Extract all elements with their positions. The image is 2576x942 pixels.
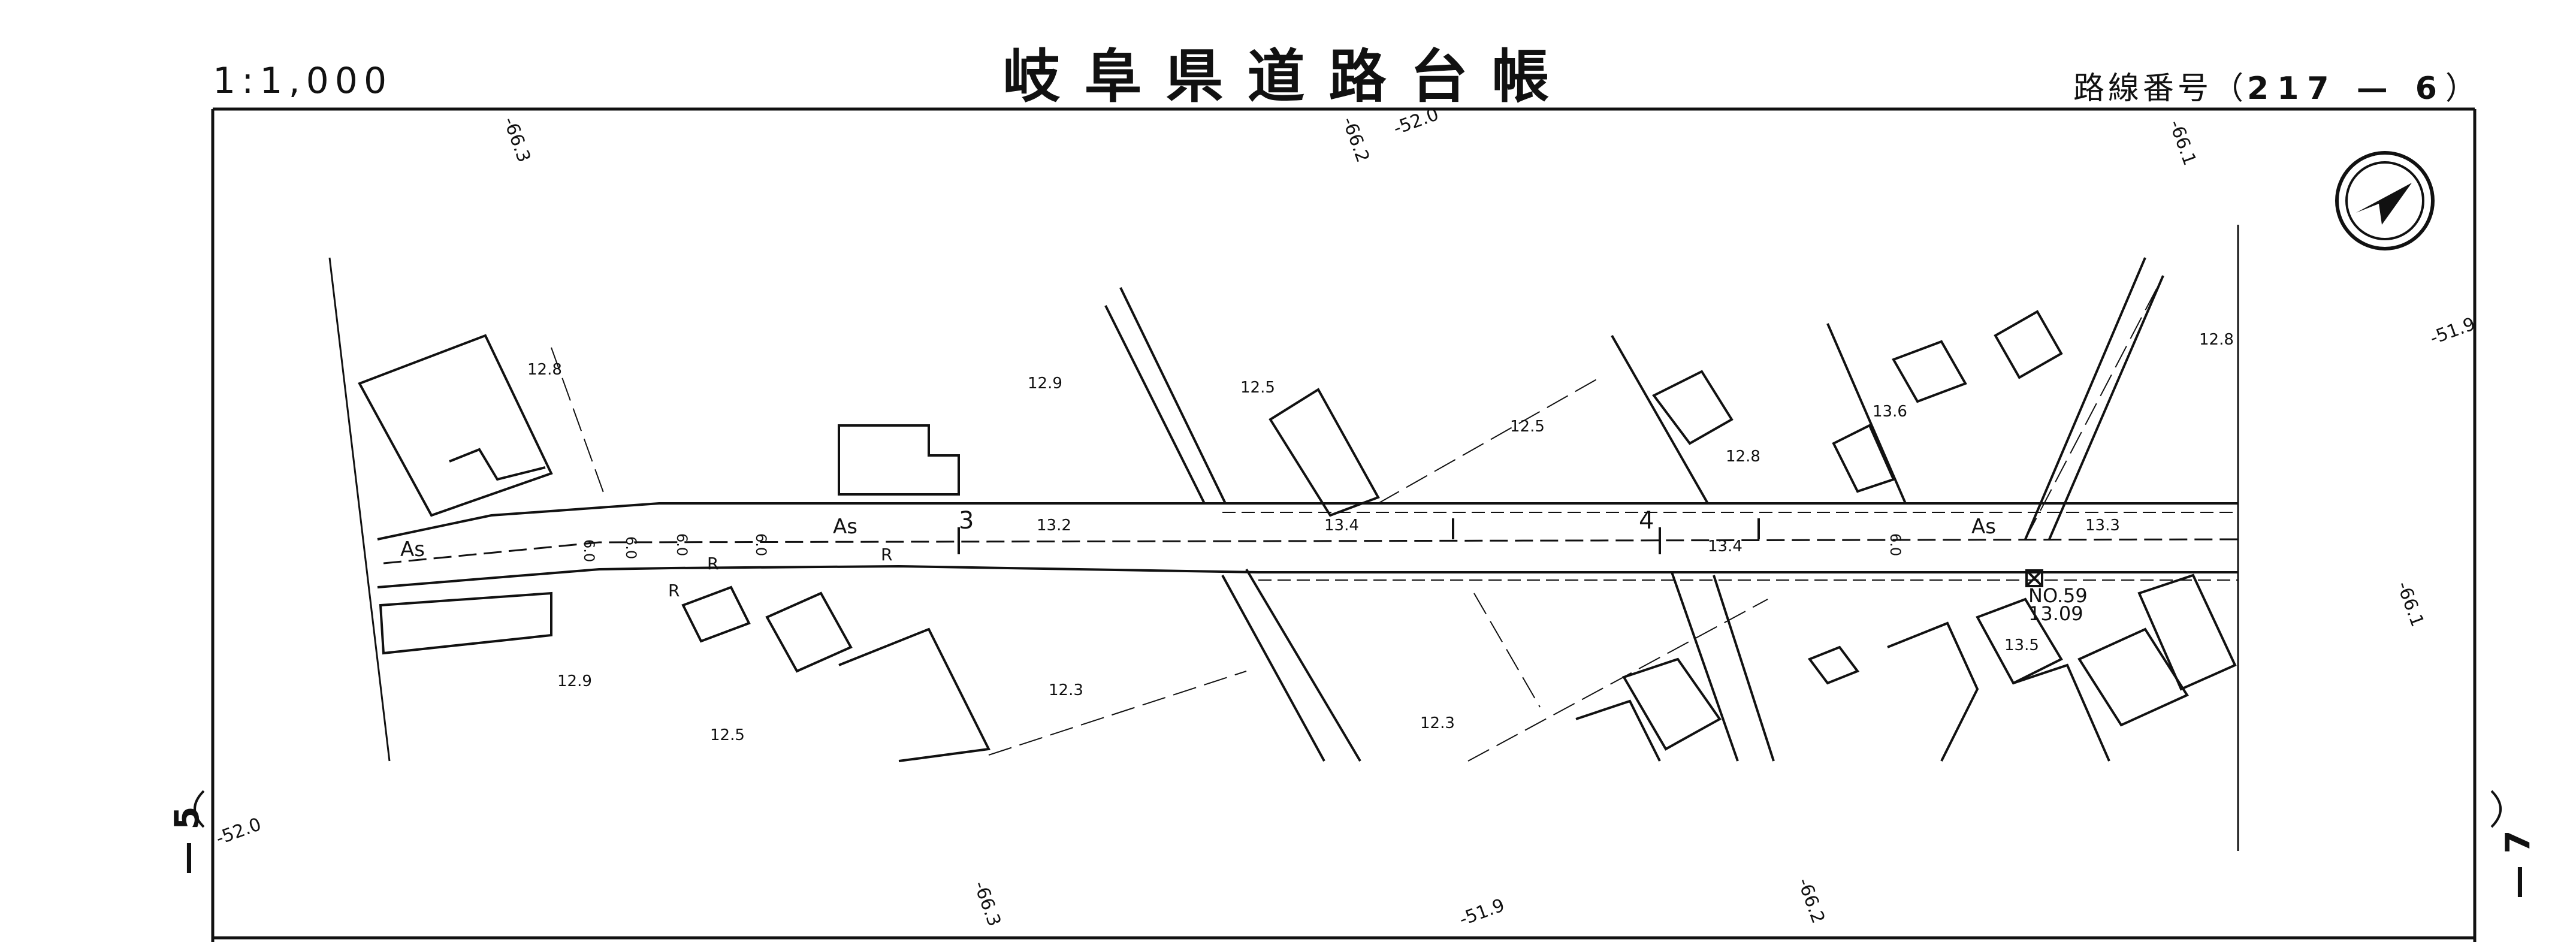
surface-label: As bbox=[1971, 515, 1996, 539]
map-scale: 1:1,000 bbox=[213, 60, 393, 102]
elevation-label: 12.3 bbox=[1420, 714, 1455, 732]
elevation-label: 12.9 bbox=[557, 672, 592, 690]
map-frame bbox=[211, 107, 2477, 942]
route-number: 217 — 6 bbox=[2247, 71, 2445, 107]
road-centerline bbox=[383, 538, 2239, 564]
elevation-label: 12.8 bbox=[527, 361, 562, 379]
coord-mark: -66.3 bbox=[499, 114, 534, 165]
marker-r: R bbox=[881, 545, 892, 564]
north-arrow-icon bbox=[2335, 151, 2435, 250]
width-label: 6.0 bbox=[623, 536, 639, 559]
page-title: 岐阜県道路台帳 bbox=[1002, 43, 1574, 110]
marker-r: R bbox=[707, 554, 718, 573]
coord-mark: -51.9 bbox=[2427, 313, 2478, 349]
elevation-label: 12.8 bbox=[2199, 331, 2234, 349]
elevation-label: 13.6 bbox=[1873, 403, 1907, 421]
benchmark-marker bbox=[2025, 569, 2043, 587]
route-suffix: ） bbox=[2445, 71, 2480, 107]
coord-mark: -66.1 bbox=[2392, 579, 2427, 630]
width-label: 6.0 bbox=[581, 539, 597, 562]
station-ticks bbox=[958, 518, 1760, 554]
route-prefix: 路線番号（ bbox=[2073, 71, 2248, 107]
survey-area-boundary bbox=[328, 225, 2239, 851]
cross-streets bbox=[1104, 257, 2164, 762]
road-inner-edges bbox=[1222, 512, 2238, 581]
coord-mark: -66.2 bbox=[1337, 114, 1373, 165]
width-label: 6.0 bbox=[674, 533, 690, 556]
elevation-label: 13.3 bbox=[2085, 517, 2120, 535]
surface-label: As bbox=[400, 538, 425, 561]
road-edges bbox=[377, 502, 2238, 588]
benchmark-value: 13.09 bbox=[2028, 602, 2083, 625]
elevation-label: 12.5 bbox=[1510, 418, 1545, 436]
elevation-label: 12.8 bbox=[1726, 448, 1760, 466]
boundary-lines bbox=[551, 287, 2158, 762]
width-label: 6.0 bbox=[1887, 533, 1904, 556]
buildings bbox=[358, 310, 2237, 762]
coord-mark: -66.1 bbox=[2164, 117, 2200, 168]
coord-mark: -52.0 bbox=[213, 814, 264, 849]
elevation-label: 12.9 bbox=[1028, 375, 1062, 393]
elevation-label: 13.2 bbox=[1037, 517, 1071, 535]
surface-label: As bbox=[833, 515, 857, 539]
route-number-label: 路線番号（217 — 6） bbox=[2073, 63, 2480, 108]
page-parens bbox=[194, 790, 2502, 828]
coord-mark: -66.3 bbox=[969, 878, 1004, 929]
elevation-label: 13.4 bbox=[1708, 538, 1743, 555]
elevation-label: 12.3 bbox=[1049, 681, 1083, 699]
width-label: 6.0 bbox=[753, 533, 769, 556]
coord-mark: -51.9 bbox=[1457, 895, 1508, 930]
elevation-label: 13.4 bbox=[1324, 517, 1359, 535]
elevation-label: 12.5 bbox=[1240, 379, 1275, 397]
marker-r: R bbox=[668, 581, 680, 600]
elevation-label: 12.5 bbox=[710, 726, 745, 744]
benchmark-label: NO.59 bbox=[2028, 584, 2088, 607]
elevation-label: 13.5 bbox=[2004, 636, 2039, 654]
coord-mark: -66.2 bbox=[1793, 875, 1828, 926]
station-number: 3 bbox=[959, 507, 974, 535]
station-number: 4 bbox=[1639, 507, 1654, 535]
